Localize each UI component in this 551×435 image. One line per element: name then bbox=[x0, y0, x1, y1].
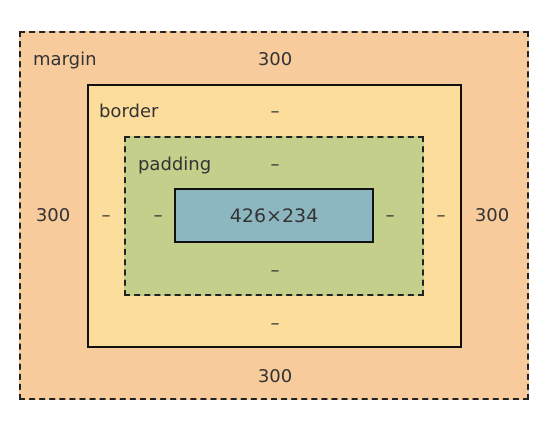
border-right-value[interactable]: – bbox=[436, 205, 446, 226]
border-left-value[interactable]: – bbox=[101, 205, 111, 226]
margin-top-value[interactable]: 300 bbox=[257, 49, 293, 70]
margin-left-value[interactable]: 300 bbox=[35, 205, 71, 226]
content-size: 426×234 bbox=[229, 204, 319, 227]
border-label: border bbox=[99, 101, 159, 122]
margin-bottom-value[interactable]: 300 bbox=[257, 366, 293, 387]
padding-bottom-value[interactable]: – bbox=[270, 260, 280, 281]
border-bottom-value[interactable]: – bbox=[270, 313, 280, 334]
margin-label: margin bbox=[33, 49, 97, 70]
margin-right-value[interactable]: 300 bbox=[474, 205, 510, 226]
padding-label: padding bbox=[138, 154, 212, 175]
content-box[interactable]: 426×234 bbox=[174, 188, 374, 243]
border-top-value[interactable]: – bbox=[270, 101, 280, 122]
padding-top-value[interactable]: – bbox=[270, 154, 280, 175]
padding-right-value[interactable]: – bbox=[385, 205, 395, 226]
padding-left-value[interactable]: – bbox=[153, 205, 163, 226]
